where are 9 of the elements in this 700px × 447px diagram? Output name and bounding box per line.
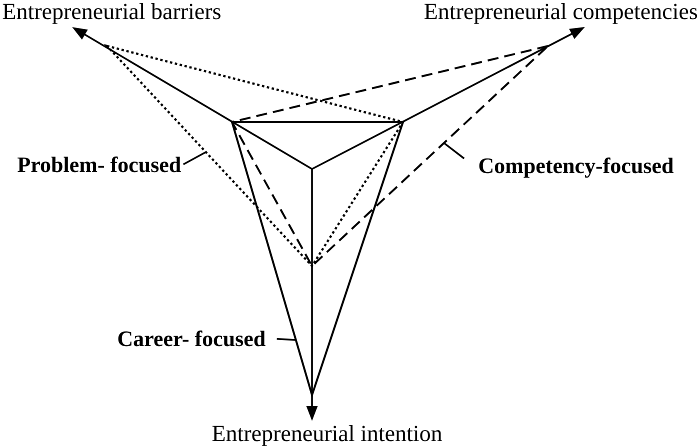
leader-line (182, 151, 206, 166)
label-text: Career- focused (118, 330, 266, 346)
label-text: Competency-focused (479, 158, 674, 178)
leader-line (276, 338, 296, 341)
axis-label: Entrepreneurial intention (212, 425, 442, 446)
axis-label: Entrepreneurial barriers (2, 3, 220, 24)
axis-label: Entrepreneurial competencies (424, 3, 698, 24)
leader-line (444, 142, 465, 160)
label-text: Problem- focused (18, 156, 181, 172)
